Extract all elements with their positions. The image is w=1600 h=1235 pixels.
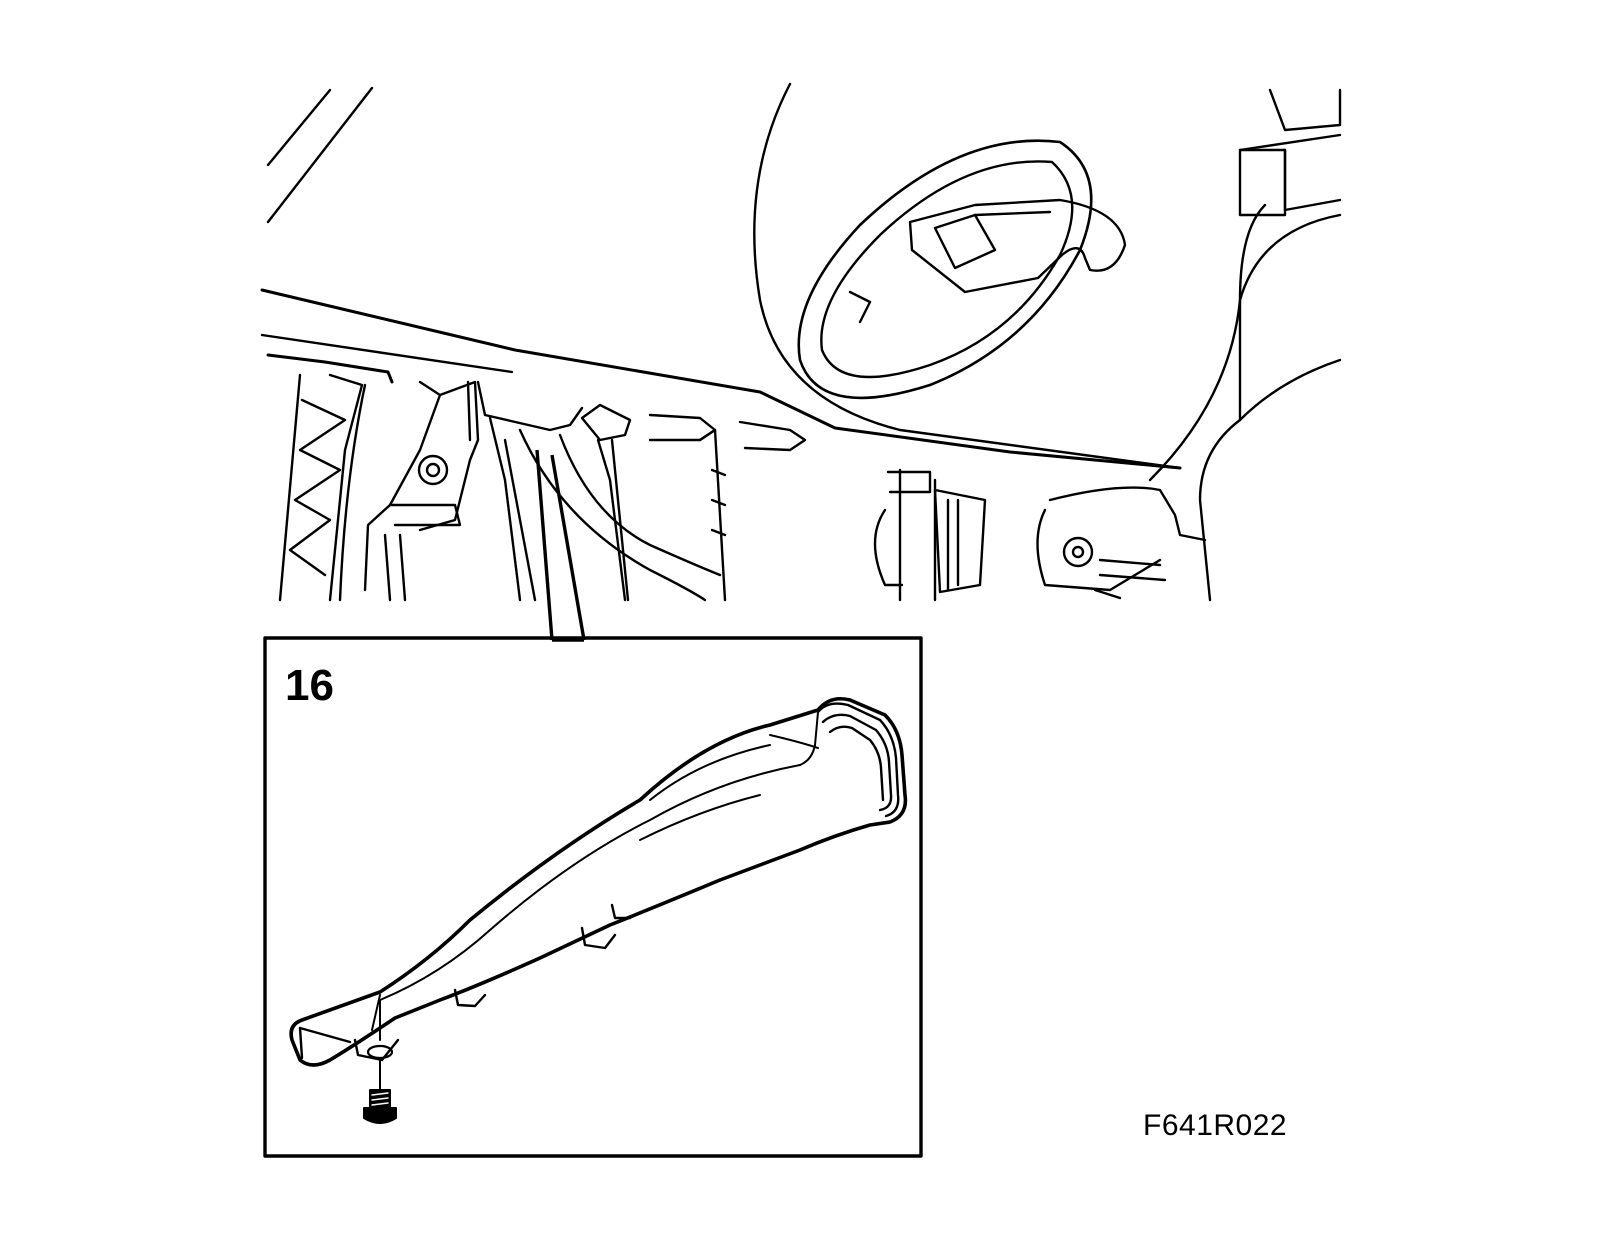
screw-icon xyxy=(363,999,397,1124)
overview-dashboard xyxy=(260,82,1342,602)
callout-leader xyxy=(535,449,586,642)
air-duct-part xyxy=(289,696,908,1067)
figure-code: F641R022 xyxy=(1143,1109,1287,1142)
callout-number: 16 xyxy=(285,661,334,710)
detail-box xyxy=(263,636,923,1158)
